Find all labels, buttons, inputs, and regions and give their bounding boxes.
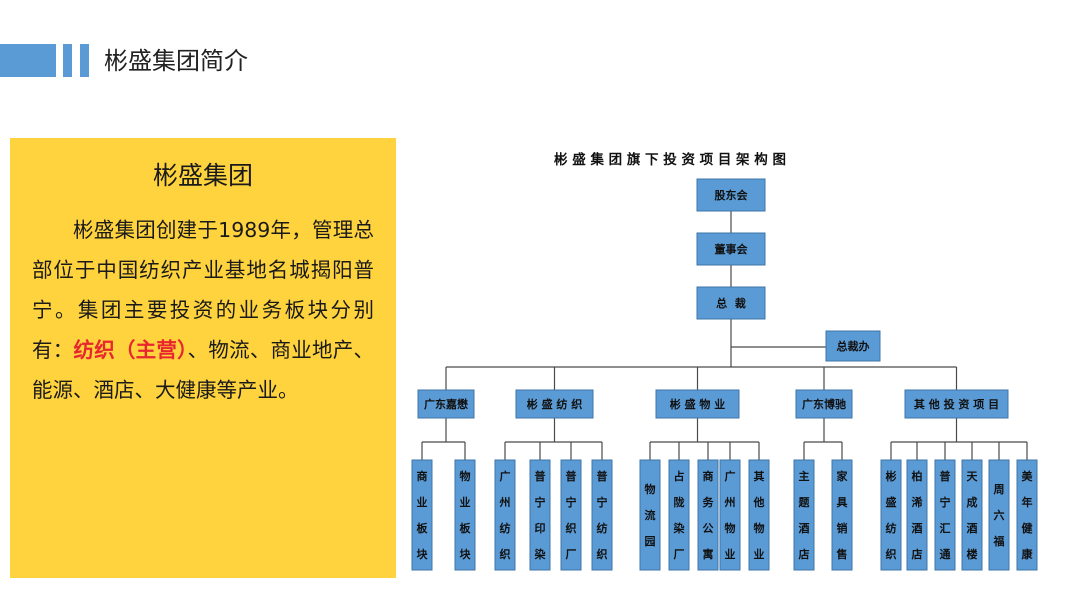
unit-node: 物流园 bbox=[639, 459, 661, 571]
division-node-label: 广东嘉懋 bbox=[424, 397, 468, 411]
unit-node-label: 普宁汇通 bbox=[940, 469, 951, 561]
unit-node-box bbox=[831, 459, 853, 571]
division-node-box bbox=[417, 389, 475, 419]
unit-node-label: 占陇染厂 bbox=[674, 469, 686, 561]
unit-node-label: 普宁纺织 bbox=[597, 469, 608, 561]
unit-node-label: 商业板块 bbox=[417, 469, 429, 561]
unit-node-label: 家具销售 bbox=[836, 469, 849, 561]
page-title: 彬盛集团简介 bbox=[104, 47, 248, 75]
intro-highlight: 纺织（主营） bbox=[73, 338, 188, 362]
unit-node-label: 柏浠酒店 bbox=[912, 469, 923, 561]
unit-node: 广州物业 bbox=[719, 459, 741, 571]
chain-node-label: 总 裁 bbox=[716, 296, 746, 310]
division-node: 其 他 投 资 项 目 bbox=[904, 389, 1009, 419]
unit-node: 普宁印染 bbox=[529, 459, 551, 571]
division-node-label: 其 他 投 资 项 目 bbox=[914, 397, 999, 411]
unit-node: 主题酒店 bbox=[793, 459, 815, 571]
unit-node-label: 商务公寓 bbox=[703, 469, 715, 561]
unit-node-label: 彬盛纺织 bbox=[886, 469, 897, 561]
unit-node-box bbox=[529, 459, 551, 571]
division-node-box bbox=[655, 389, 740, 419]
unit-node: 广州纺织 bbox=[494, 459, 516, 571]
unit-node: 普宁织厂 bbox=[560, 459, 582, 571]
division-node: 彬 盛 物 业 bbox=[655, 389, 740, 419]
division-node-label: 彬 盛 物 业 bbox=[670, 397, 726, 411]
chain-node: 董事会 bbox=[696, 232, 766, 266]
unit-node-box bbox=[560, 459, 582, 571]
org-chart: 彬 盛 集 团 旗 下 投 资 项 目 架 构 图 股东会董事会总 裁总裁办广东… bbox=[404, 140, 1080, 608]
division-node-box bbox=[515, 389, 594, 419]
chain-node-box bbox=[696, 232, 766, 266]
unit-node-box bbox=[880, 459, 902, 571]
unit-node-box bbox=[639, 459, 661, 571]
unit-node-box bbox=[719, 459, 741, 571]
chain-node-label: 股东会 bbox=[715, 188, 749, 202]
unit-node-label: 其他物业 bbox=[753, 469, 765, 561]
unit-node-label: 美年健康 bbox=[1022, 469, 1034, 561]
unit-node: 美年健康 bbox=[1016, 459, 1038, 571]
unit-node-label: 广州纺织 bbox=[499, 469, 511, 561]
unit-node-box bbox=[591, 459, 613, 571]
division-node-box bbox=[795, 389, 853, 419]
unit-node-box bbox=[668, 459, 690, 571]
header-accent-bar bbox=[0, 44, 56, 77]
side-office-node-label: 总裁办 bbox=[837, 339, 870, 353]
unit-node: 占陇染厂 bbox=[668, 459, 690, 571]
unit-node-box bbox=[494, 459, 516, 571]
intro-title: 彬盛集团 bbox=[152, 161, 253, 190]
intro-text: 、物流、商业地产、能源、酒店、大健康等产业。 bbox=[32, 338, 374, 402]
division-node-label: 广东博驰 bbox=[802, 397, 846, 411]
chain-node-box bbox=[696, 178, 766, 212]
unit-node-label: 普宁织厂 bbox=[566, 469, 577, 561]
intro-body: 彬盛集团创建于1989年，管理总部位于中国纺织产业基地名城揭阳普宁。集团主要投资… bbox=[32, 210, 374, 410]
unit-node: 商业板块 bbox=[411, 459, 433, 571]
intro-panel: 彬盛集团 彬盛集团创建于1989年，管理总部位于中国纺织产业基地名城揭阳普宁。集… bbox=[10, 138, 396, 578]
unit-node-label: 普宁印染 bbox=[535, 469, 547, 561]
unit-node: 商务公寓 bbox=[697, 459, 719, 571]
unit-node-box bbox=[697, 459, 719, 571]
side-office-node-box bbox=[825, 330, 881, 362]
unit-node: 普宁纺织 bbox=[591, 459, 613, 571]
chain-node-label: 董事会 bbox=[715, 242, 749, 256]
division-node: 广东嘉懋 bbox=[417, 389, 475, 419]
unit-node: 家具销售 bbox=[831, 459, 853, 571]
org-chart-title: 彬 盛 集 团 旗 下 投 资 项 目 架 构 图 bbox=[554, 151, 786, 168]
unit-node: 柏浠酒店 bbox=[906, 459, 928, 571]
unit-node-box bbox=[454, 459, 476, 571]
unit-node: 普宁汇通 bbox=[934, 459, 956, 571]
unit-node-box bbox=[748, 459, 770, 571]
header-accent-stripe bbox=[63, 44, 72, 77]
unit-node-box bbox=[906, 459, 928, 571]
chain-node-box bbox=[696, 286, 766, 320]
unit-node-box bbox=[1016, 459, 1038, 571]
unit-node: 周六福 bbox=[988, 459, 1010, 571]
unit-node-label: 物业板块 bbox=[460, 469, 472, 561]
chain-node: 总 裁 bbox=[696, 286, 766, 320]
unit-node: 其他物业 bbox=[748, 459, 770, 571]
division-node-box bbox=[904, 389, 1009, 419]
unit-node-box bbox=[793, 459, 815, 571]
intro-text: 彬盛集团创建于1989年，管理总部位于中国纺织产业基地名城揭阳普宁。集团主要投资… bbox=[32, 218, 374, 362]
side-office-node: 总裁办 bbox=[825, 330, 881, 362]
unit-node: 彬盛纺织 bbox=[880, 459, 902, 571]
division-node: 彬 盛 纺 织 bbox=[515, 389, 594, 419]
chain-node: 股东会 bbox=[696, 178, 766, 212]
header-accent-stripe bbox=[80, 44, 89, 77]
unit-node-label: 广州物业 bbox=[724, 469, 736, 561]
division-node: 广东博驰 bbox=[795, 389, 853, 419]
division-node-label: 彬 盛 纺 织 bbox=[527, 397, 583, 411]
unit-node-label: 物流园 bbox=[645, 482, 656, 548]
unit-node: 物业板块 bbox=[454, 459, 476, 571]
unit-node-box bbox=[411, 459, 433, 571]
unit-node-label: 主题酒店 bbox=[799, 469, 811, 561]
unit-node-label: 天成酒楼 bbox=[967, 470, 979, 561]
unit-node-box bbox=[961, 459, 983, 571]
unit-node-box bbox=[934, 459, 956, 571]
unit-node-label: 周六福 bbox=[993, 483, 1005, 548]
unit-node-box bbox=[988, 459, 1010, 571]
unit-node: 天成酒楼 bbox=[961, 459, 983, 571]
